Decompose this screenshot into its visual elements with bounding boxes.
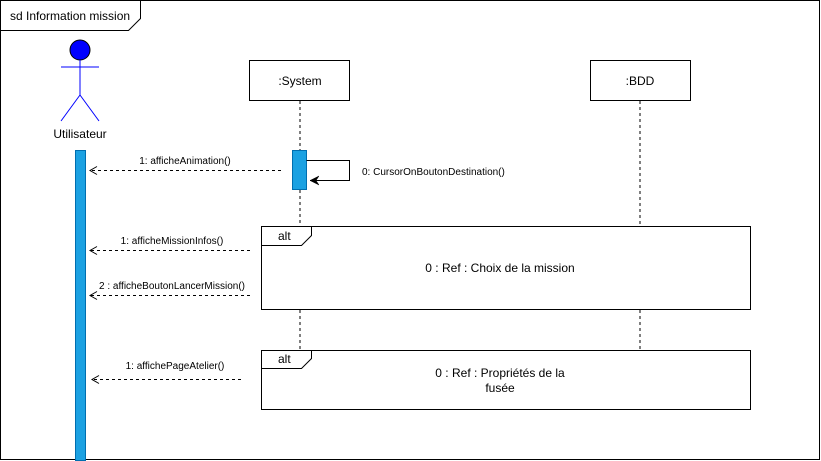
message-affiche-mission-infos[interactable]: 1: afficheMissionInfos(): [88, 236, 250, 255]
message-label: 1: affichePageAtelier(): [126, 361, 225, 372]
actor-utilisateur[interactable]: Utilisateur: [53, 39, 107, 461]
message-label: 1: afficheMissionInfos(): [121, 236, 224, 247]
lifeline-head: [249, 60, 350, 101]
system-activation-bar: [292, 150, 307, 190]
message-affiche-page-atelier[interactable]: 1: affichePageAtelier(): [90, 361, 241, 384]
lifeline-label: :BDD: [626, 74, 655, 88]
message-affiche-animation[interactable]: 1: afficheAnimation(): [88, 156, 281, 175]
fragment-operator: alt: [278, 352, 291, 366]
actor-activation-bar: [75, 150, 86, 461]
message-label: 1: afficheAnimation(): [139, 156, 231, 167]
actor-icon: [60, 39, 100, 122]
fragment-operator: alt: [278, 229, 291, 243]
lifeline-label: :System: [278, 74, 321, 88]
fragment-ref-text: 0 : Ref : Choix de la mission: [425, 261, 574, 275]
alt-fragment-proprietes-fusee[interactable]: alt 0 : Ref : Propriétés de la fusée: [261, 350, 751, 410]
message-affiche-bouton-lancer-mission[interactable]: 2 : afficheBoutonLancerMission(): [88, 281, 250, 300]
lifeline-system[interactable]: :System: [249, 60, 350, 351]
fragment-ref-text: fusée: [485, 381, 515, 395]
alt-fragment-choix-mission[interactable]: alt 0 : Ref : Choix de la mission: [261, 226, 751, 310]
self-call-arrow: [306, 160, 350, 181]
actor-label: Utilisateur: [53, 127, 106, 141]
fragment-box: [261, 350, 751, 410]
fragment-tab: [261, 226, 312, 246]
fragment-tab: [261, 350, 312, 369]
message-label: 0: CursorOnBoutonDestination(): [362, 167, 505, 178]
lifeline-bdd[interactable]: :BDD: [590, 60, 691, 351]
message-label: 2 : afficheBoutonLancerMission(): [99, 281, 245, 292]
frame-title: sd Information mission: [10, 9, 130, 23]
message-cursor-on-bouton-destination[interactable]: 0: CursorOnBoutonDestination(): [306, 160, 505, 181]
fragment-box: [261, 226, 751, 310]
fragment-ref-text: 0 : Ref : Propriétés de la: [435, 366, 565, 380]
lifeline-head: [590, 60, 691, 101]
